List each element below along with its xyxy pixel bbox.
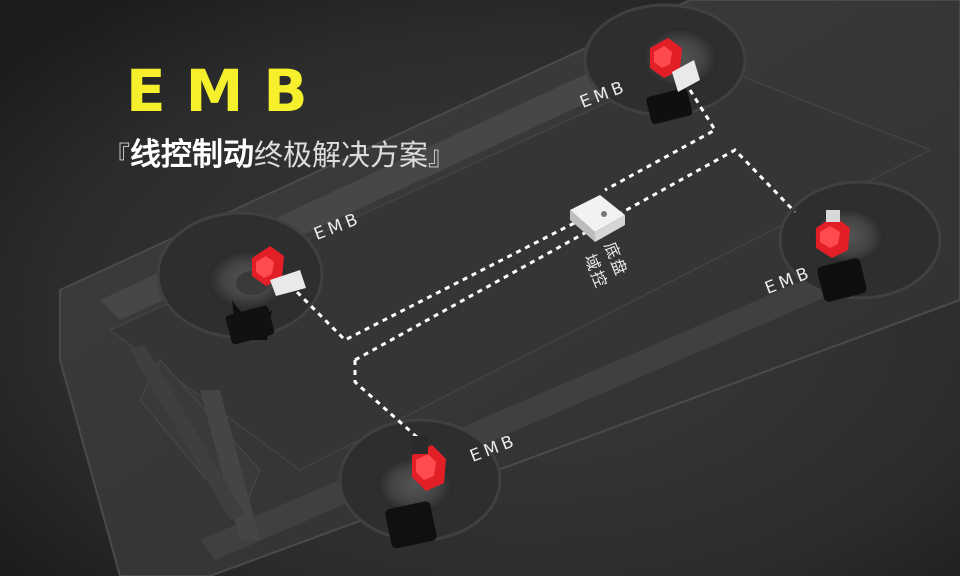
caliper-rear-left (650, 38, 700, 92)
caliper-front-right (412, 436, 446, 491)
chassis-domain-controller (570, 195, 625, 242)
wire-front-right (353, 360, 419, 440)
subtitle-bold-text: 线控制动 (130, 137, 255, 173)
wire-rear-left (604, 89, 718, 192)
title-emb: EMB (126, 57, 328, 125)
chassis-floor (108, 59, 932, 471)
subtitle-close-bracket: 』 (428, 142, 455, 172)
wire-rear-right (354, 148, 797, 362)
subtitle-light-text: 终极解决方案 (254, 138, 429, 172)
signal-wires (288, 89, 797, 440)
caliper-front-left (252, 246, 306, 296)
caliper-rear-right (816, 210, 850, 258)
front-strut (200, 390, 260, 540)
front-strut-2 (130, 345, 245, 520)
wire-front-left (288, 213, 591, 342)
subtitle: 『线控制动终极解决方案』 (104, 140, 454, 171)
subtitle-open-bracket: 『 (104, 142, 131, 172)
